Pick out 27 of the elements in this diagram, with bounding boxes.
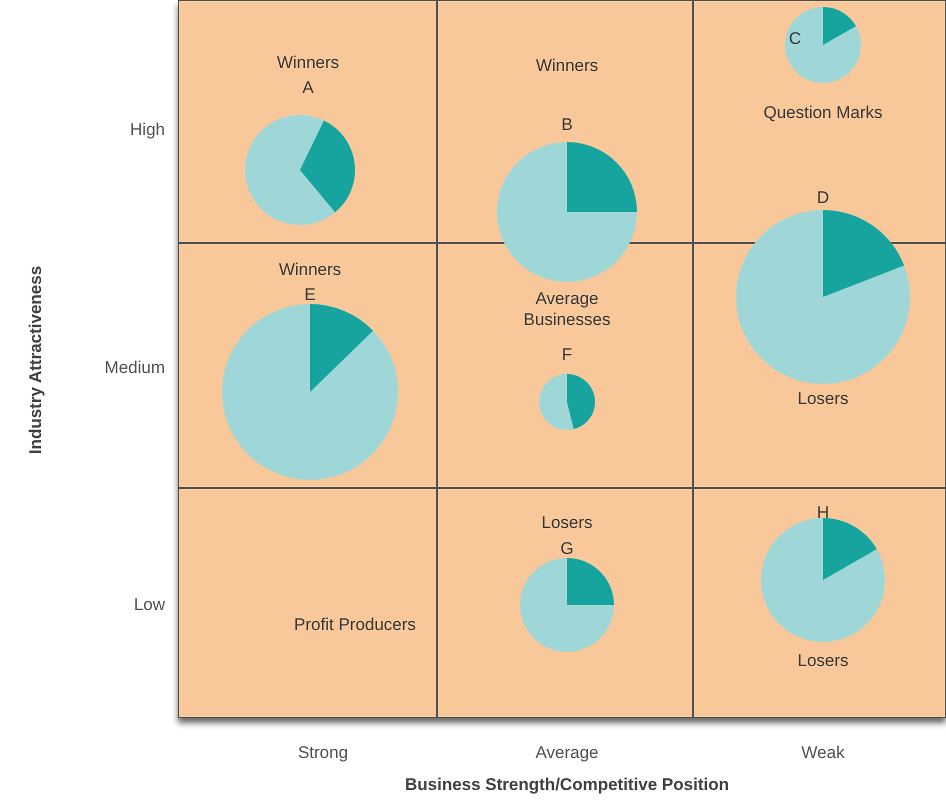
cell-label: C [788, 28, 802, 49]
axis-title: Business Strength/Competitive Position [405, 775, 729, 795]
cell-label: Winners [276, 52, 340, 73]
cell-label: Losers [796, 388, 850, 409]
cell-label: Average Businesses [522, 288, 612, 330]
cell-label: A [301, 77, 315, 98]
cell-label: B [560, 114, 574, 135]
axis-label: Strong [298, 743, 348, 763]
cell-label: Losers [540, 512, 594, 533]
axis-title: Industry Attractiveness [26, 266, 46, 454]
cell-label: G [559, 538, 575, 559]
axis-label: Average [536, 743, 598, 763]
axis-label: Weak [801, 743, 845, 763]
cell-label: H [816, 502, 830, 523]
cell-label: F [560, 344, 574, 365]
axis-label: Medium [104, 358, 165, 378]
cell-label: Winners [278, 259, 342, 280]
cell-label: E [303, 284, 317, 305]
cell-label: Question Marks [762, 102, 884, 123]
axis-label: High [130, 120, 165, 140]
cell-label: Profit Producers [293, 614, 417, 635]
matrix-cell [437, 243, 693, 488]
cell-label: Losers [796, 650, 850, 671]
matrix-cell [178, 488, 437, 718]
axis-label: Low [134, 595, 165, 615]
cell-label: Winners [534, 55, 600, 76]
cell-label: D [816, 187, 830, 208]
